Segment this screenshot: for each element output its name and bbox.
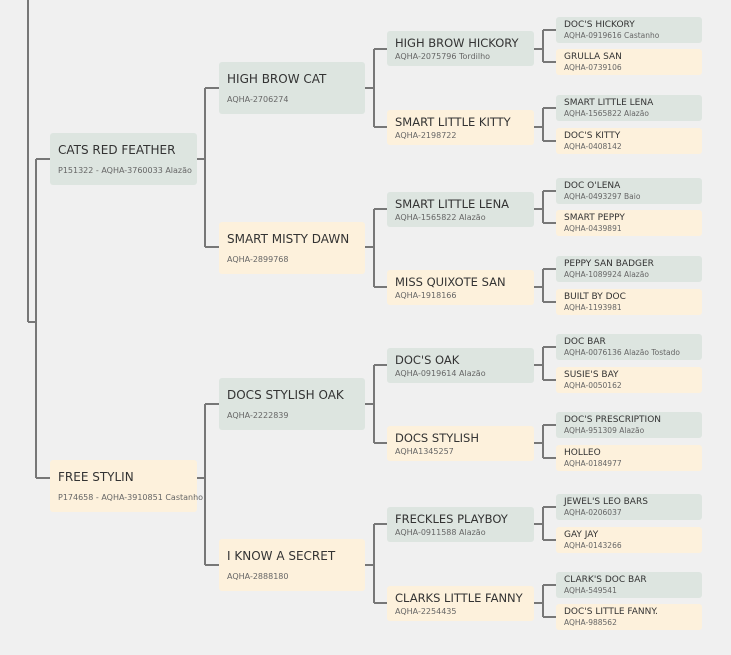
horse-registration: AQHA-1193981 <box>564 303 622 312</box>
horse-registration: AQHA-1918166 <box>395 291 457 300</box>
horse-card-sire-dam[interactable]: SMART MISTY DAWN AQHA-2899768 <box>219 222 365 274</box>
horse-name: DOC'S LITTLE FANNY. <box>564 607 658 617</box>
horse-card-dss[interactable]: DOC'S OAK AQHA-0919614 Alazão <box>387 348 534 383</box>
horse-registration: AQHA-2222839 <box>227 411 289 420</box>
horse-registration: AQHA-0493297 Baio <box>564 192 641 201</box>
horse-registration: AQHA-0739106 <box>564 63 622 72</box>
horse-name: SUSIE'S BAY <box>564 370 619 380</box>
horse-registration: AQHA-0143266 <box>564 541 622 550</box>
horse-registration: AQHA-0919616 Castanho <box>564 31 660 40</box>
horse-card-ssdd[interactable]: DOC'S KITTY AQHA-0408142 <box>556 128 702 154</box>
horse-registration: AQHA-2888180 <box>227 572 289 581</box>
horse-name: JEWEL'S LEO BARS <box>564 497 648 507</box>
horse-name: HIGH BROW CAT <box>227 72 327 86</box>
horse-registration: AQHA-0408142 <box>564 142 622 151</box>
horse-card-ddds[interactable]: CLARK'S DOC BAR AQHA-549541 <box>556 572 702 598</box>
horse-registration: AQHA-2198722 <box>395 131 457 140</box>
horse-name: DOC'S OAK <box>395 353 460 367</box>
horse-registration: AQHA-0050162 <box>564 381 622 390</box>
horse-name: FREE STYLIN <box>58 470 134 484</box>
horse-registration: AQHA-1089924 Alazão <box>564 270 649 279</box>
horse-card-sire[interactable]: CATS RED FEATHER P151322 - AQHA-3760033 … <box>50 133 197 185</box>
horse-card-dssd[interactable]: SUSIE'S BAY AQHA-0050162 <box>556 367 702 393</box>
horse-name: PEPPY SAN BADGER <box>564 259 654 269</box>
horse-card-dam-dam[interactable]: I KNOW A SECRET AQHA-2888180 <box>219 539 365 591</box>
horse-card-sire-sire[interactable]: HIGH BROW CAT AQHA-2706274 <box>219 62 365 114</box>
horse-registration: AQHA-2899768 <box>227 255 289 264</box>
horse-card-sdsd[interactable]: SMART PEPPY AQHA-0439891 <box>556 210 702 236</box>
horse-name: DOC'S PRESCRIPTION <box>564 415 662 425</box>
horse-name: GRULLA SAN <box>564 52 622 62</box>
horse-registration: AQHA-951309 Alazão <box>564 426 645 435</box>
horse-name: DOCS STYLISH <box>395 431 479 445</box>
horse-card-dddd[interactable]: DOC'S LITTLE FANNY. AQHA-988562 <box>556 604 702 630</box>
horse-registration: P151322 - AQHA-3760033 Alazão <box>58 166 192 175</box>
horse-name: FRECKLES PLAYBOY <box>395 512 508 526</box>
horse-card-dds[interactable]: FRECKLES PLAYBOY AQHA-0911588 Alazão <box>387 507 534 542</box>
horse-name: DOC'S HICKORY <box>564 20 635 30</box>
horse-name: DOC'S KITTY <box>564 131 621 141</box>
horse-registration: AQHA-549541 <box>564 586 617 595</box>
horse-name: HOLLEO <box>564 448 601 458</box>
horse-registration: AQHA1345257 <box>395 447 454 456</box>
horse-card-dsd[interactable]: DOCS STYLISH AQHA1345257 <box>387 426 534 461</box>
horse-name: GAY JAY <box>564 530 599 540</box>
horse-registration: AQHA-0076136 Alazão Tostado <box>564 348 681 357</box>
horse-name: DOCS STYLISH OAK <box>227 388 344 402</box>
horse-card-dam[interactable]: FREE STYLIN P174658 - AQHA-3910851 Casta… <box>50 460 204 512</box>
horse-registration: AQHA-2075796 Tordilho <box>395 52 491 61</box>
horse-name: DOC BAR <box>564 337 606 347</box>
horse-card-sssd[interactable]: GRULLA SAN AQHA-0739106 <box>556 49 702 75</box>
horse-registration: AQHA-2706274 <box>227 95 289 104</box>
horse-registration: AQHA-0184977 <box>564 459 622 468</box>
horse-card-dsdd[interactable]: HOLLEO AQHA-0184977 <box>556 445 702 471</box>
horse-name: DOC O'LENA <box>564 181 621 191</box>
horse-card-sddd[interactable]: BUILT BY DOC AQHA-1193981 <box>556 289 702 315</box>
horse-name: HIGH BROW HICKORY <box>395 36 519 50</box>
horse-registration: AQHA-1565822 Alazão <box>564 109 649 118</box>
horse-registration: AQHA-2254435 <box>395 607 457 616</box>
horse-name: SMART LITTLE KITTY <box>395 115 511 129</box>
horse-registration: AQHA-0439891 <box>564 224 622 233</box>
horse-name: SMART PEPPY <box>564 213 625 223</box>
horse-name: CLARKS LITTLE FANNY <box>395 591 523 605</box>
horse-card-ssss[interactable]: DOC'S HICKORY AQHA-0919616 Castanho <box>556 17 702 43</box>
horse-card-sdds[interactable]: PEPPY SAN BADGER AQHA-1089924 Alazão <box>556 256 702 282</box>
horse-card-dam-sire[interactable]: DOCS STYLISH OAK AQHA-2222839 <box>219 378 365 430</box>
horse-card-sds[interactable]: SMART LITTLE LENA AQHA-1565822 Alazão <box>387 192 534 227</box>
horse-card-ddsd[interactable]: GAY JAY AQHA-0143266 <box>556 527 702 553</box>
horse-registration: P174658 - AQHA-3910851 Castanho <box>58 493 204 502</box>
horse-card-ssd[interactable]: SMART LITTLE KITTY AQHA-2198722 <box>387 110 534 145</box>
horse-name: MISS QUIXOTE SAN <box>395 275 506 289</box>
horse-registration: AQHA-0206037 <box>564 508 622 517</box>
horse-name: SMART LITTLE LENA <box>564 98 654 108</box>
horse-card-dsds[interactable]: DOC'S PRESCRIPTION AQHA-951309 Alazão <box>556 412 702 438</box>
horse-card-dsss[interactable]: DOC BAR AQHA-0076136 Alazão Tostado <box>556 334 702 360</box>
horse-name: BUILT BY DOC <box>564 292 626 302</box>
horse-name: CATS RED FEATHER <box>58 143 176 157</box>
horse-name: I KNOW A SECRET <box>227 549 336 563</box>
horse-name: SMART LITTLE LENA <box>395 197 510 211</box>
horse-card-ddd[interactable]: CLARKS LITTLE FANNY AQHA-2254435 <box>387 586 534 621</box>
horse-registration: AQHA-988562 <box>564 618 617 627</box>
horse-registration: AQHA-0911588 Alazão <box>395 528 486 537</box>
horse-registration: AQHA-0919614 Alazão <box>395 369 486 378</box>
horse-card-sss[interactable]: HIGH BROW HICKORY AQHA-2075796 Tordilho <box>387 31 534 66</box>
horse-card-ssds[interactable]: SMART LITTLE LENA AQHA-1565822 Alazão <box>556 95 702 121</box>
horse-name: SMART MISTY DAWN <box>227 232 350 246</box>
horse-card-sdss[interactable]: DOC O'LENA AQHA-0493297 Baio <box>556 178 702 204</box>
horse-card-ddss[interactable]: JEWEL'S LEO BARS AQHA-0206037 <box>556 494 702 520</box>
horse-registration: AQHA-1565822 Alazão <box>395 213 486 222</box>
horse-name: CLARK'S DOC BAR <box>564 575 647 585</box>
horse-card-sdd[interactable]: MISS QUIXOTE SAN AQHA-1918166 <box>387 270 534 305</box>
